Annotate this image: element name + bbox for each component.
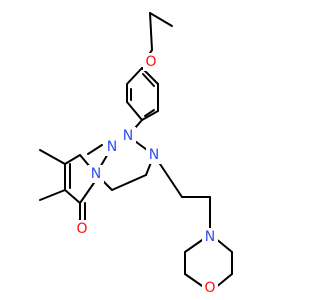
- bond-layer: [39, 12, 233, 289]
- carbonyl-oxygen-label: O: [76, 221, 87, 237]
- bond: [64, 154, 81, 165]
- bond: [142, 73, 155, 87]
- morpholine-nitrogen-label: N: [205, 229, 215, 245]
- bond: [126, 101, 143, 121]
- pyrimidine-nitrogen-label: N: [91, 166, 101, 182]
- bond: [111, 174, 147, 191]
- ring-nitrogen-label: N: [107, 139, 117, 155]
- bond: [141, 110, 159, 121]
- bond: [87, 144, 103, 155]
- bond: [144, 109, 155, 117]
- n3-nitrogen-label: N: [149, 147, 159, 163]
- atom-label-layer: O N N N N N O O: [74, 53, 218, 297]
- molecule-structure: O N N N N N O O: [39, 12, 233, 297]
- bond: [184, 237, 206, 253]
- bond: [184, 273, 206, 289]
- bond: [149, 12, 153, 51]
- bond: [64, 189, 81, 204]
- morpholine-oxygen-label: O: [204, 280, 215, 296]
- bond: [39, 149, 66, 165]
- bond: [126, 67, 143, 85]
- n1-nitrogen-label: N: [123, 128, 133, 144]
- ether-oxygen-label: O: [145, 54, 156, 70]
- bond: [149, 12, 173, 27]
- bond: [39, 189, 66, 201]
- bond: [79, 179, 97, 204]
